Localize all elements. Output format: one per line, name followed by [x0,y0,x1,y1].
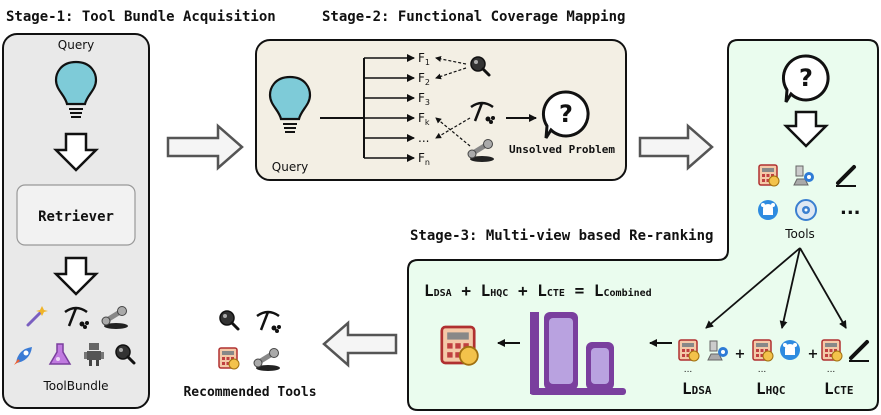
more-tools-ellipsis: ... [840,198,861,219]
tools-label: Tools [784,227,815,241]
function-label: F1 [418,51,430,67]
function-label: ... [418,131,429,145]
down-arrow-icon [782,110,830,148]
flow-arrow-icon [638,123,714,171]
bar-chart-bar-short-inner [591,348,609,384]
view-ellipsis: ... [684,365,693,375]
view-label-hqc: LHQC [756,379,786,398]
stage2-query-label: Query [272,160,308,174]
recommended-tools-label: Recommended Tools [183,385,316,400]
calculator-icon [440,325,480,367]
calculator-icon [678,339,700,362]
fanout-arrows [705,247,847,329]
retriever-label: Retriever [38,209,114,225]
stage1-query-label: Query [58,38,94,52]
stage3-panel [407,39,879,411]
bar-chart-axis-x [530,388,626,395]
stage2-panel [255,39,627,181]
coverage-links [435,56,471,147]
toolbundle-label: ToolBundle [42,379,108,393]
stage2-title: Stage-2: Functional Coverage Mapping [322,9,625,25]
plus-sign: + [808,347,819,362]
function-label: Fn [418,151,430,167]
loss-formula: LDSA + LHQC + LCTE = LCombined [424,281,652,300]
plus-sign: + [735,347,746,362]
view-label-cte: LCTE [824,379,854,398]
magnifier-icon [218,309,240,331]
disc-icon [795,199,817,221]
view-label-dsa: LDSA [682,379,712,398]
bar-chart-bar-tall-inner [549,318,573,384]
github-icon [758,200,778,220]
function-label: Fk [418,111,430,127]
pickaxe-icon [255,310,283,335]
branch-arrows [364,54,415,162]
flow-arrow-icon [322,320,398,368]
function-label: F3 [418,91,430,107]
calculator-icon [758,164,780,187]
view-ellipsis: ... [758,365,767,375]
github-icon [780,340,800,360]
down-arrow-icon [52,132,100,172]
calculator-icon [821,339,843,362]
stage3-title: Stage-3: Multi-view based Re-ranking [410,228,713,244]
question-mark: ? [799,64,813,92]
stage1-title: Stage-1: Tool Bundle Acquisition [6,9,276,25]
calculator-icon [218,347,240,370]
question-mark: ? [559,100,573,128]
calculator-icon [752,339,774,362]
retriever-box [16,184,136,246]
down-arrow-icon [52,256,100,296]
function-label: F2 [418,71,430,87]
bar-chart-axis-y [530,312,539,394]
wrench-icon [254,349,280,372]
flow-arrow-icon [166,123,244,171]
unsolved-problem-label: Unsolved Problem [509,143,615,156]
function-list: F1 F2 F3 Fk ... Fn [418,51,430,167]
bar-chart-icon [530,312,626,395]
view-ellipsis: ... [827,365,836,375]
